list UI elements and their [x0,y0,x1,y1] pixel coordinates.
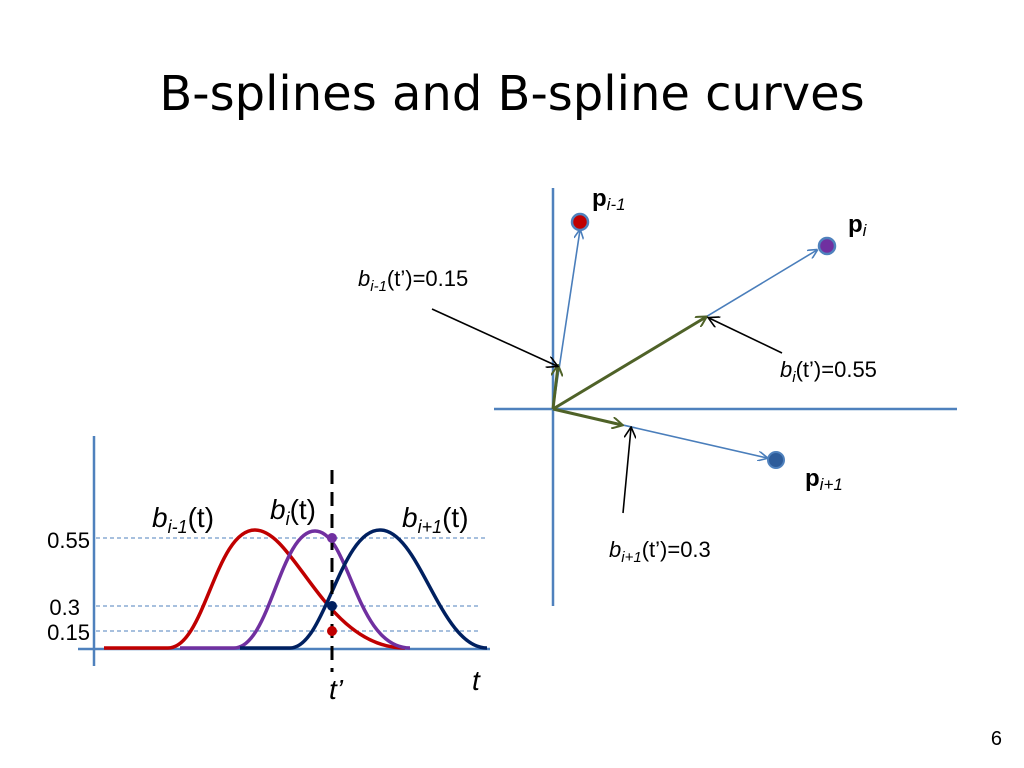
weighted-vector-next [552,407,622,425]
basis-label-cur-b: b [270,494,286,525]
label-p-cur: pi [848,211,868,240]
weighted-vector-prev [553,366,558,410]
label-p-next-sub: i+1 [820,475,843,494]
annotation-b-next-b: b [609,537,621,562]
annotation-b-prev-b: b [358,266,370,291]
basis-label-next-arg: (t) [442,502,468,533]
annotation-b-next: bi+1(t’)=0.3 [609,537,711,566]
basis-label-next-b: b [402,502,418,533]
weighted-vector-cur [552,317,706,411]
annotation-b-prev: bi-1(t’)=0.15 [358,266,468,295]
basis-label-prev-b: b [152,502,168,533]
label-p-prev-base: p [592,185,607,212]
curve-b-next [240,528,488,650]
label-p-prev-sub: i-1 [607,195,626,214]
annotation-arrow-cur [709,318,783,354]
slide-title: B-splines and B-spline curves [159,66,865,122]
annotation-b-cur-b: b [780,357,792,382]
x-axis-label-t: t [472,665,481,696]
label-p-next-base: p [805,465,820,492]
dot-b-next [327,601,337,611]
annotation-b-cur-sub: i [792,369,796,386]
label-p-prev: pi-1 [592,185,626,214]
basis-label-cur-arg: (t) [290,494,316,525]
label-p-cur-sub: i [863,221,868,240]
basis-label-cur-sub: i [286,509,291,529]
annotation-b-cur-arg: (t’)=0.55 [796,357,877,382]
annotation-b-cur: bi(t’)=0.55 [780,357,877,386]
annotation-b-next-sub: i+1 [621,549,641,566]
vector-diagram: pi-1 pi pi+1 bi-1(t’)=0.15 bi(t’)=0.55 b… [358,185,957,606]
y-tick-055: 0.55 [47,528,90,553]
label-p-next: pi+1 [805,465,843,494]
x-tick-t-prime: t’ [329,674,344,705]
y-tick-015: 0.15 [47,620,90,645]
curve-b-prev [104,528,406,650]
point-p-next [767,451,785,469]
point-p-prev [570,212,590,232]
dot-b-prev [327,626,337,636]
basis-label-prev: bi-1(t) [152,502,214,537]
curve-b-cur [180,529,411,650]
y-tick-03: 0.3 [49,595,80,620]
annotation-b-prev-arg: (t’)=0.15 [387,266,468,291]
basis-label-next-sub: i+1 [418,517,443,537]
point-p-cur [817,236,837,256]
basis-label-prev-arg: (t) [188,502,214,533]
annotation-b-prev-sub: i-1 [370,278,387,295]
annotation-arrow-next [622,428,631,514]
label-p-cur-base: p [848,211,863,238]
annotation-arrow-prev [431,308,557,366]
basis-label-next: bi+1(t) [402,502,469,537]
basis-label-cur: bi(t) [270,494,316,529]
annotation-b-next-arg: (t’)=0.3 [642,537,711,562]
slide-number: 6 [990,728,1002,750]
dot-b-cur [327,533,337,543]
basis-function-plot: 0.55 0.3 0.15 t t’ bi-1(t) bi(t) bi+1(t) [47,436,490,705]
basis-label-prev-sub: i-1 [168,517,188,537]
